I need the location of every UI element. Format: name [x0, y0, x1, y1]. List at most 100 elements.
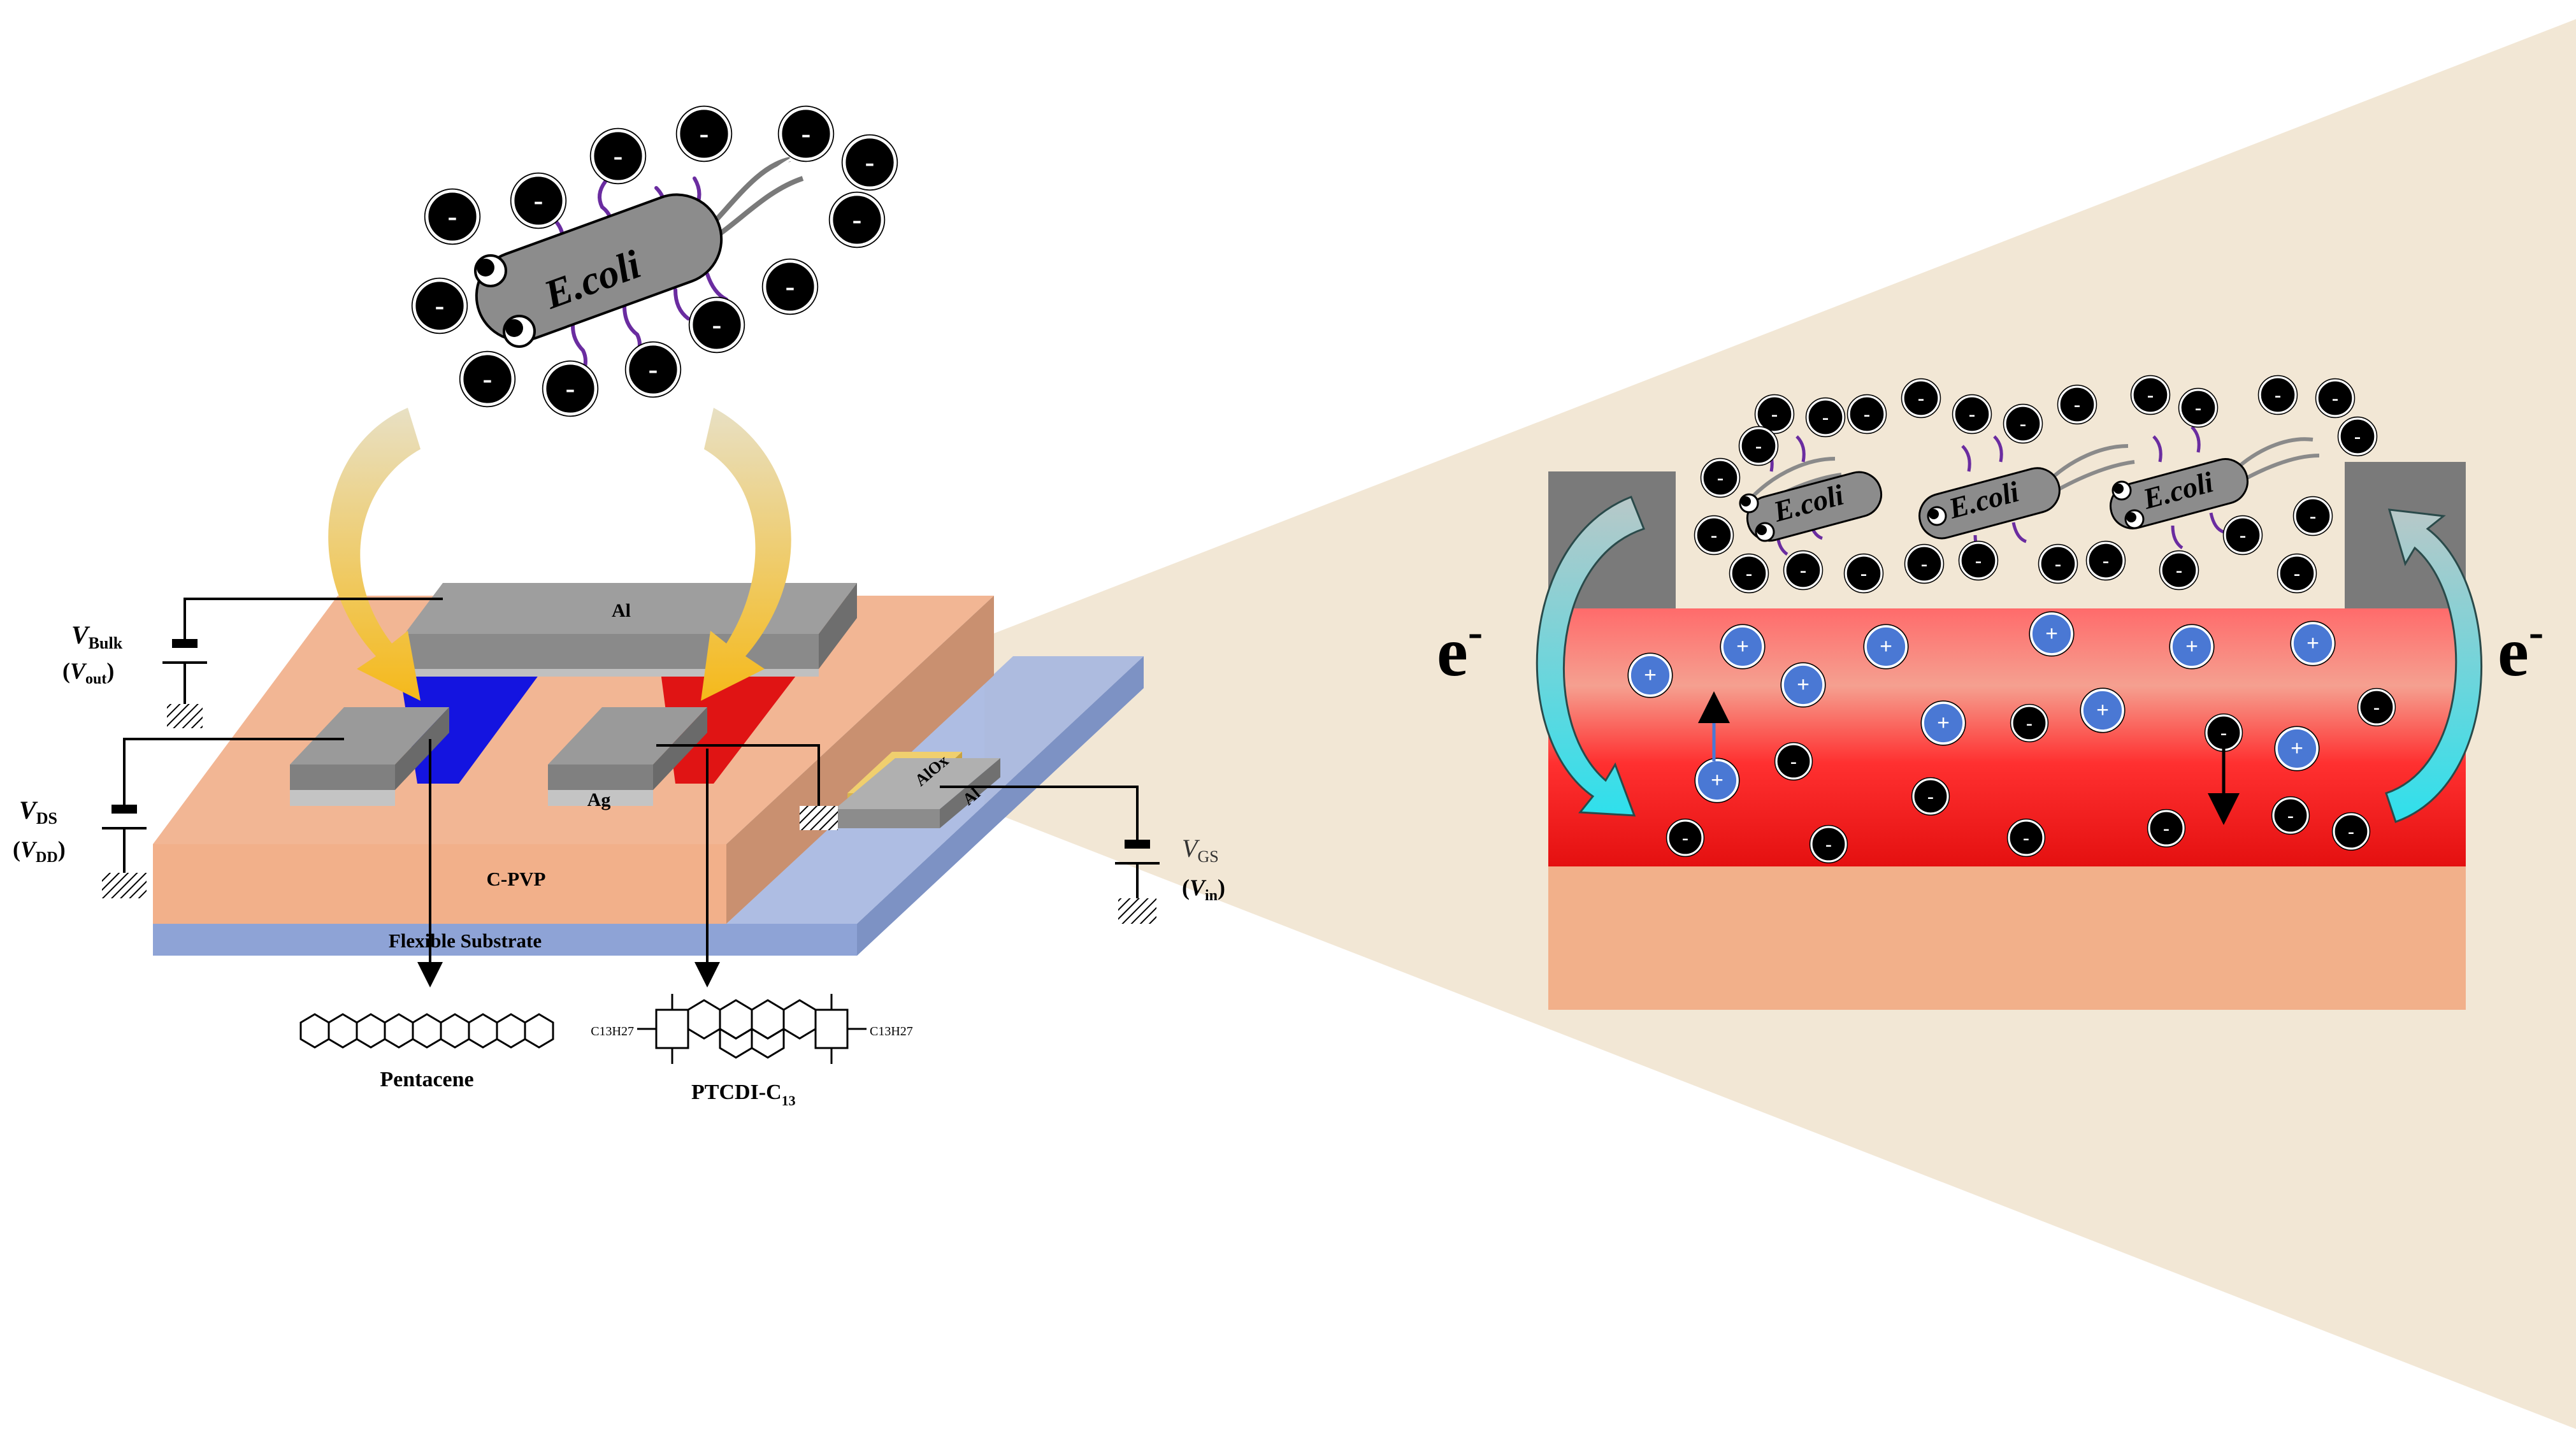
svg-text:-: - — [2195, 397, 2201, 419]
svg-text:-: - — [614, 140, 623, 171]
positive-charge: + — [2080, 687, 2126, 733]
svg-text:-: - — [2287, 805, 2294, 826]
svg-text:+: + — [2096, 698, 2109, 722]
svg-text:-: - — [566, 373, 575, 404]
svg-text:-: - — [2074, 394, 2080, 415]
positive-charge: + — [2029, 611, 2075, 657]
ecoli-small-1: E.coli — [1739, 435, 1883, 556]
svg-text:-: - — [2294, 563, 2300, 584]
svg-text:-: - — [483, 363, 493, 394]
cyan-arrow-left — [1536, 496, 1645, 817]
svg-text:+: + — [1736, 634, 1749, 659]
negative-charge: - — [1754, 394, 1795, 434]
svg-text:-: - — [1822, 406, 1829, 428]
negative-charge: - — [1901, 378, 1941, 419]
negative-charge: - — [2204, 713, 2243, 752]
ptcdi-c13-structure — [637, 994, 867, 1064]
negative-charge: - — [2003, 403, 2043, 444]
negative-charge: - — [2006, 818, 2046, 858]
svg-text:-: - — [1927, 786, 1934, 807]
svg-text:-: - — [1918, 387, 1924, 409]
pentacene-structure — [299, 1013, 554, 1049]
negative-charge: - — [1666, 818, 1705, 858]
svg-text:-: - — [802, 118, 811, 149]
positive-charge: + — [2169, 624, 2215, 670]
dielectric-label: C-PVP — [487, 868, 546, 890]
positive-charge: + — [2274, 726, 2320, 772]
ptcdi-side-right: C13H27 — [870, 1024, 913, 1038]
negative-charge: - — [589, 127, 647, 185]
cyan-arrow-right — [2385, 508, 2483, 823]
svg-text:+: + — [2185, 634, 2198, 659]
positive-charge: + — [1627, 652, 1673, 698]
negative-charge: - — [1738, 426, 1779, 466]
substrate-label: Flexible Substrate — [389, 930, 542, 952]
negative-charge: - — [459, 350, 516, 408]
svg-text:-: - — [1800, 559, 1806, 581]
positive-charge: + — [1920, 700, 1966, 746]
negative-charge: - — [1809, 824, 1848, 864]
negative-charge: - — [777, 105, 835, 162]
negative-charge: - — [2271, 796, 2310, 835]
svg-text:-: - — [2023, 828, 2029, 848]
negative-charge: - — [1729, 553, 1769, 594]
electron-label-right: e- — [2498, 608, 2544, 691]
svg-text:-: - — [2310, 505, 2316, 527]
negative-charge: - — [688, 296, 745, 354]
top-electrode-al — [405, 583, 857, 677]
svg-text:-: - — [1969, 403, 1975, 425]
positive-charge: + — [1780, 662, 1826, 708]
ecoli-large: E.coli — [474, 152, 810, 381]
yellow-arrow-left — [328, 408, 421, 701]
v-ds-label: VDS — [19, 796, 57, 828]
n-type-channel — [659, 663, 806, 784]
svg-text:+: + — [1644, 663, 1657, 687]
positive-charge: + — [1694, 758, 1740, 803]
negative-charge: - — [1700, 457, 1741, 498]
v-in-label: (Vin) — [1182, 875, 1225, 904]
negative-charge: - — [2159, 550, 2199, 591]
negative-charges-large: ------------- — [411, 105, 898, 417]
svg-text:+: + — [1711, 768, 1723, 793]
svg-text:+: + — [1880, 634, 1892, 659]
negative-charge: - — [2331, 812, 2371, 851]
ecoli-small-3: E.coli — [2110, 426, 2320, 550]
negative-charge: - — [1911, 777, 1950, 816]
svg-text:+: + — [2306, 631, 2319, 656]
negative-charge: - — [761, 258, 819, 315]
zoom-dielectric — [1548, 863, 2466, 1010]
svg-text:-: - — [1771, 403, 1778, 425]
negative-charge: - — [2222, 515, 2263, 556]
electron-label-left: e- — [1437, 608, 1483, 691]
negative-charge: - — [2315, 378, 2356, 419]
svg-text:-: - — [2020, 413, 2026, 434]
svg-text:-: - — [865, 147, 875, 178]
positive-charge: + — [1720, 624, 1766, 670]
svg-text:-: - — [435, 290, 445, 321]
negative-charge: - — [2010, 703, 2049, 743]
ground-ds — [102, 873, 147, 898]
negative-charge: - — [1694, 515, 1734, 556]
svg-text:-: - — [2220, 722, 2227, 743]
positive-charge: + — [1863, 624, 1909, 670]
electrode-drain-label: Ag — [587, 789, 611, 810]
negative-charge: - — [542, 360, 599, 417]
svg-text:-: - — [853, 204, 862, 235]
svg-text:-: - — [2103, 550, 2109, 571]
negative-charge: - — [1904, 543, 1945, 584]
negative-charge: - — [2038, 543, 2078, 584]
svg-text:-: - — [2348, 821, 2354, 842]
channel-charges: +++++++++++----------- — [1627, 611, 2396, 864]
electrode-top-label: Al — [612, 600, 631, 621]
svg-text:-: - — [1860, 563, 1867, 584]
ptcdi-label: PTCDI-C13 — [691, 1081, 796, 1109]
pentacene-label: Pentacene — [380, 1068, 473, 1091]
negative-charge: - — [1805, 397, 1846, 438]
negative-charge: - — [2277, 553, 2317, 594]
svg-text:-: - — [1746, 563, 1752, 584]
ground-bulk — [167, 704, 203, 728]
svg-text:-: - — [2055, 553, 2061, 575]
v-bulk-label: VBulk — [71, 621, 123, 652]
svg-text:-: - — [534, 185, 543, 216]
negative-charge: - — [510, 172, 567, 229]
